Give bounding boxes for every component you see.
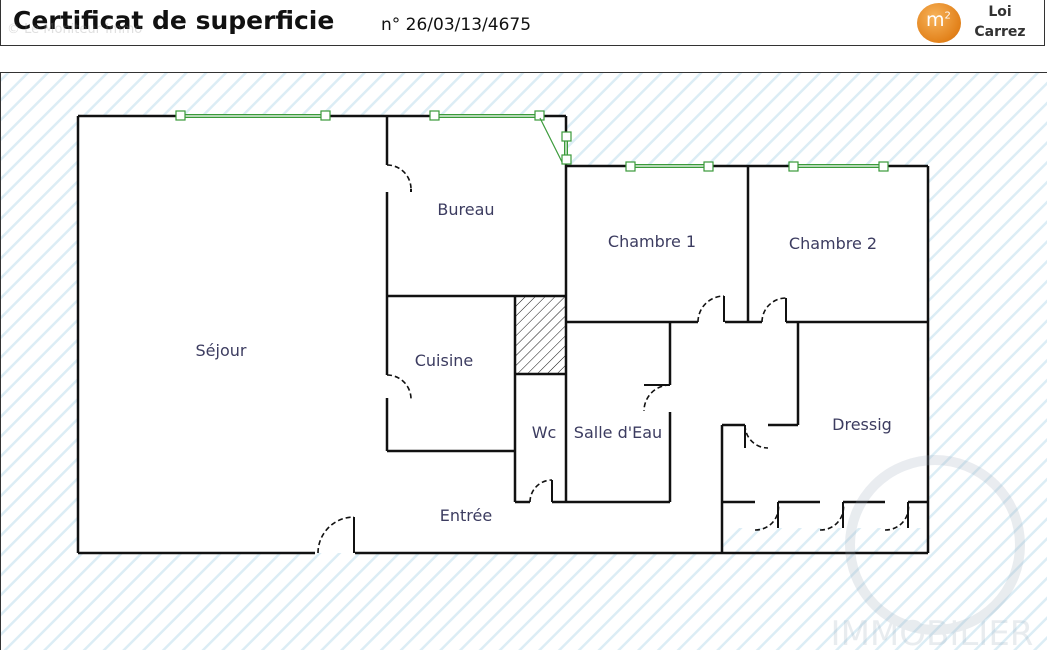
page-title: Certificat de superficie [13, 6, 335, 35]
door-leaves [353, 189, 909, 553]
door-chambre2-icon [761, 297, 787, 323]
windows [175, 110, 889, 172]
door-closet2-icon [819, 501, 845, 531]
agency-watermark: IMMOBILIER [831, 455, 1034, 650]
logo-badge: m2 [926, 9, 951, 31]
room-label-bureau: Bureau [437, 200, 494, 219]
room-label-chambre2: Chambre 2 [789, 234, 877, 253]
window-sejour-icon [175, 110, 331, 121]
room-labels: Séjour Bureau Chambre 1 Chambre 2 Cuisin… [196, 200, 892, 525]
watermark-text: IMMOBILIER [831, 614, 1034, 650]
header-watermark: © Le Moniteur Immo [7, 22, 143, 37]
window-bureau-corner-icon [539, 117, 572, 165]
window-chambre1-icon [625, 161, 714, 172]
header-bar: Certificat de superficie n° 26/03/13/467… [0, 0, 1045, 46]
logo-line-1: Loi [988, 4, 1012, 20]
door-entree-icon [317, 516, 355, 554]
window-bureau-icon [429, 110, 545, 121]
logo-line-2: Carrez [974, 24, 1026, 40]
window-chambre2-icon [788, 161, 889, 172]
door-closet3-icon [884, 501, 910, 531]
room-label-cuisine: Cuisine [415, 351, 474, 370]
room-label-wc: Wc [532, 423, 557, 442]
room-label-dressig: Dressig [832, 415, 892, 434]
room-fills [78, 116, 928, 553]
plan-frame [0, 72, 1047, 650]
certificate-number: n° 26/03/13/4675 [381, 15, 532, 35]
door-wc-icon [529, 479, 553, 503]
room-label-entree: Entrée [440, 506, 492, 525]
shaft-hatch [515, 296, 566, 374]
door-chambre1-icon [697, 295, 725, 323]
loi-carrez-logo-icon [917, 3, 961, 43]
room-label-chambre1: Chambre 1 [608, 232, 696, 251]
logo-text: Loi Carrez [969, 2, 1031, 42]
room-label-salle-eau: Salle d'Eau [574, 423, 662, 442]
door-bureau-icon [386, 164, 412, 190]
room-label-sejour: Séjour [196, 341, 247, 360]
door-cuisine-icon [386, 374, 412, 400]
door-closet1-icon [754, 501, 780, 531]
